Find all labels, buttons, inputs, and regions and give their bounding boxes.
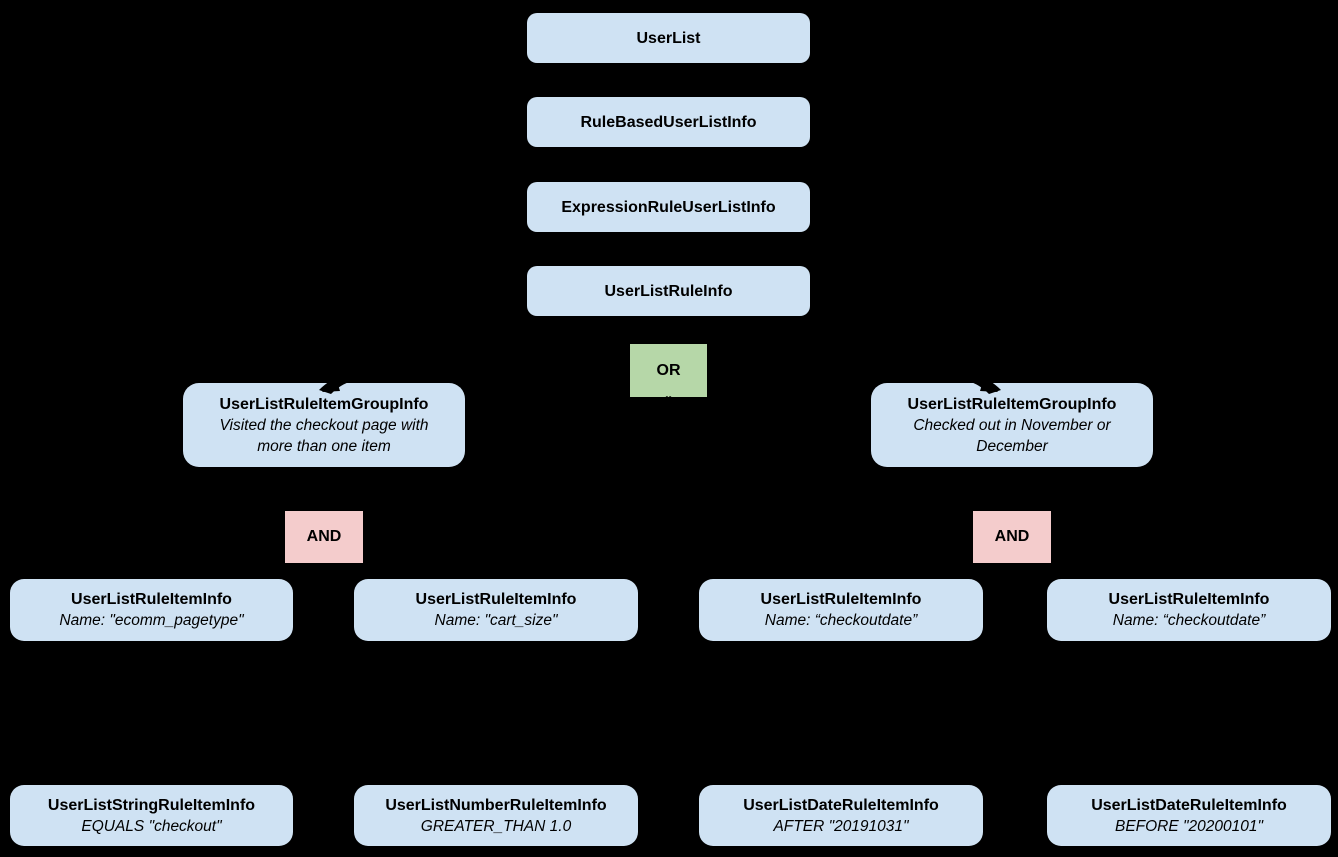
leaf-item-1: UserListStringRuleItemInfo EQUALS "check…: [10, 785, 293, 846]
operator-label: AND: [994, 528, 1030, 545]
operator-label: OR: [656, 361, 681, 379]
node-title: UserListRuleItemInfo: [760, 591, 922, 608]
node-description: Name: "cart_size": [434, 612, 558, 629]
node-description: Name: "ecomm_pagetype": [59, 612, 244, 629]
and-operator-right: AND: [973, 511, 1051, 563]
node-description: BEFORE "20200101": [1114, 817, 1263, 835]
node-title: UserListRuleItemInfo: [71, 591, 232, 608]
node-title: UserListRuleInfo: [604, 282, 733, 300]
or-operator: OR: [630, 344, 707, 397]
group-node-right: UserListRuleItemGroupInfo Checked out in…: [871, 383, 1153, 467]
rule-item-4: UserListRuleItemInfo Name: “checkoutdate…: [1047, 579, 1331, 641]
node-rulebaseduserlistinfo: RuleBasedUserListInfo: [527, 97, 810, 147]
node-title: UserListStringRuleItemInfo: [47, 796, 256, 814]
node-description: Visited the checkout page with more than…: [219, 416, 429, 455]
group-node-left: UserListRuleItemGroupInfo Visited the ch…: [183, 383, 465, 467]
leaf-item-2: UserListNumberRuleItemInfo GREATER_THAN …: [354, 785, 638, 846]
rule-item-1: UserListRuleItemInfo Name: "ecomm_pagety…: [10, 579, 293, 641]
node-title: UserListRuleItemInfo: [1108, 591, 1270, 608]
leaf-item-3: UserListDateRuleItemInfo AFTER "20191031…: [699, 785, 983, 846]
node-title: UserListDateRuleItemInfo: [1091, 796, 1287, 814]
node-userlistruleinfo: UserListRuleInfo: [527, 266, 810, 316]
node-expressionruleuserlistinfo: ExpressionRuleUserListInfo: [527, 182, 810, 232]
node-title: UserList: [636, 29, 701, 47]
node-userlist: UserList: [527, 13, 810, 63]
rule-item-3: UserListRuleItemInfo Name: “checkoutdate…: [699, 579, 983, 641]
node-title: UserListRuleItemInfo: [415, 591, 577, 608]
node-title: UserListNumberRuleItemInfo: [385, 796, 607, 814]
node-title: RuleBasedUserListInfo: [580, 113, 757, 131]
node-description: Name: “checkoutdate”: [1112, 612, 1266, 629]
node-description: AFTER "20191031": [773, 817, 909, 835]
node-title: UserListRuleItemGroupInfo: [907, 395, 1117, 413]
node-title: UserListDateRuleItemInfo: [743, 796, 939, 814]
node-description: GREATER_THAN 1.0: [420, 817, 572, 835]
node-title: UserListRuleItemGroupInfo: [219, 395, 429, 413]
node-description: EQUALS "checkout": [81, 817, 222, 835]
leaf-item-4: UserListDateRuleItemInfo BEFORE "2020010…: [1047, 785, 1331, 846]
and-operator-left: AND: [285, 511, 363, 563]
node-title: ExpressionRuleUserListInfo: [561, 198, 776, 216]
rule-item-2: UserListRuleItemInfo Name: "cart_size": [354, 579, 638, 641]
operator-label: AND: [306, 528, 342, 545]
node-description: Name: “checkoutdate”: [764, 612, 918, 629]
node-description: Checked out in November or December: [913, 416, 1111, 455]
